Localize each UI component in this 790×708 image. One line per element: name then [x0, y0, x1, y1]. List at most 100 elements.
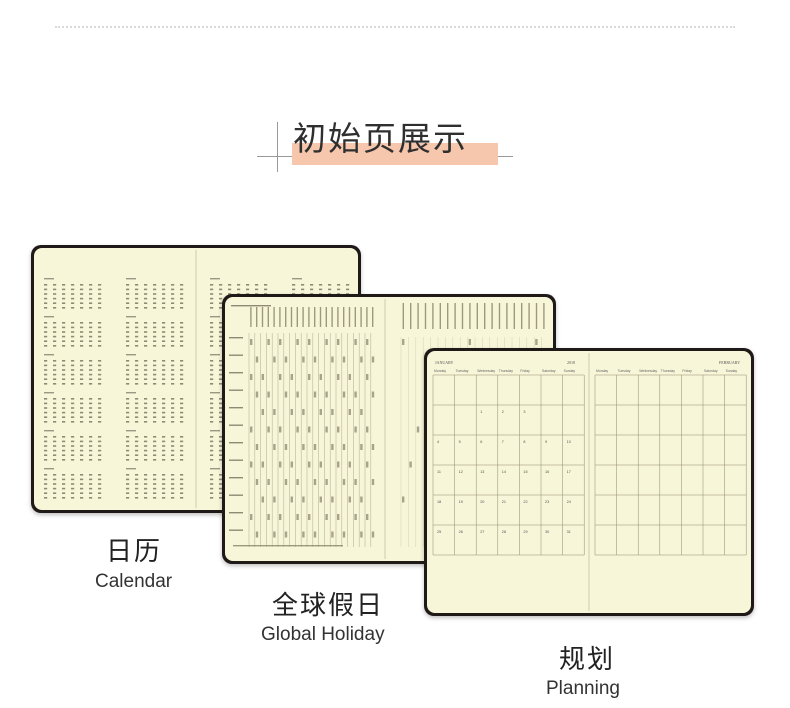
holiday-country-label-mark	[296, 307, 298, 327]
calendar-date-mark	[144, 440, 148, 443]
calendar-date-mark	[219, 340, 223, 342]
calendar-date-mark	[219, 478, 223, 481]
calendar-date-mark	[89, 383, 93, 385]
holiday-date-mark	[302, 444, 305, 450]
holiday-country-label-mark	[543, 303, 545, 329]
calendar-date-mark	[44, 445, 48, 447]
calendar-date-mark	[89, 288, 93, 291]
calendar-date-mark	[135, 459, 139, 461]
calendar-date-mark	[98, 411, 102, 414]
holiday-date-mark	[342, 356, 346, 363]
calendar-month-label-mark	[210, 392, 220, 394]
calendar-date-mark	[89, 478, 93, 481]
calendar-date-mark	[171, 407, 175, 409]
calendar-date-mark	[171, 411, 175, 414]
calendar-date-mark	[144, 326, 148, 329]
calendar-date-mark	[44, 373, 48, 376]
calendar-date-mark	[98, 445, 102, 447]
calendar-date-mark	[171, 335, 175, 338]
calendar-date-mark	[144, 474, 148, 476]
holiday-country-label-mark	[513, 303, 515, 329]
calendar-date-mark	[89, 307, 93, 309]
calendar-date-mark	[62, 398, 66, 400]
calendar-date-mark	[144, 307, 148, 309]
holiday-date-mark	[360, 496, 363, 503]
holiday-date-mark	[296, 391, 299, 398]
calendar-date-mark	[144, 302, 148, 304]
calendar-date-mark	[62, 383, 66, 385]
calendar-date-mark	[153, 360, 157, 362]
calendar-date-mark	[80, 297, 84, 300]
calendar-date-mark	[171, 340, 175, 342]
calendar-date-mark	[126, 335, 130, 338]
calendar-date-mark	[53, 402, 57, 405]
calendar-date-mark	[162, 340, 166, 342]
calendar-date-mark	[171, 454, 175, 456]
calendar-date-mark	[89, 459, 93, 461]
holiday-date-mark	[302, 356, 305, 363]
calendar-date-mark	[210, 492, 214, 494]
calendar-date-mark	[126, 445, 130, 447]
calendar-date-mark	[153, 331, 157, 333]
calendar-date-mark	[98, 340, 102, 342]
calendar-date-mark	[98, 331, 102, 333]
calendar-date-mark	[80, 483, 84, 485]
calendar-date-mark	[180, 335, 184, 338]
calendar-date-mark	[89, 326, 93, 329]
calendar-title-cn: 日历	[106, 537, 163, 567]
calendar-date-mark	[180, 322, 184, 324]
calendar-date-mark	[98, 378, 102, 380]
calendar-date-mark	[255, 284, 259, 286]
calendar-date-mark	[53, 398, 57, 400]
calendar-date-mark	[71, 307, 75, 309]
calendar-date-mark	[246, 288, 250, 291]
calendar-date-mark	[71, 459, 75, 461]
calendar-date-mark	[210, 416, 214, 418]
holiday-country-label-mark	[343, 307, 345, 327]
planning-right-month: FEBRUARY	[719, 360, 740, 365]
planning-date: 9	[545, 440, 547, 444]
calendar-date-mark	[219, 459, 223, 461]
calendar-date-mark	[80, 459, 84, 461]
calendar-date-mark	[162, 483, 166, 485]
calendar-month-label-mark	[126, 316, 136, 318]
calendar-date-mark	[126, 340, 130, 342]
top-dotted-divider	[55, 26, 735, 28]
calendar-date-mark	[126, 449, 130, 452]
calendar-date-mark	[135, 297, 139, 300]
calendar-date-mark	[162, 445, 166, 447]
calendar-date-mark	[162, 407, 166, 409]
calendar-date-mark	[98, 335, 102, 338]
calendar-date-mark	[71, 398, 75, 400]
calendar-date-mark	[44, 326, 48, 329]
calendar-date-mark	[219, 302, 223, 304]
calendar-date-mark	[219, 440, 223, 443]
planning-date: 18	[437, 500, 441, 504]
calendar-date-mark	[135, 411, 139, 414]
calendar-date-mark	[210, 326, 214, 329]
calendar-month-label-mark	[210, 316, 220, 318]
holiday-date-mark	[331, 356, 334, 363]
calendar-date-mark	[180, 288, 184, 291]
calendar-date-mark	[71, 492, 75, 494]
calendar-date-mark	[126, 293, 130, 295]
calendar-date-mark	[98, 459, 102, 461]
calendar-date-mark	[135, 436, 139, 438]
calendar-date-mark	[62, 293, 66, 295]
calendar-date-mark	[89, 284, 93, 286]
calendar-date-mark	[153, 497, 157, 499]
calendar-date-mark	[135, 483, 139, 485]
holiday-date-mark	[261, 374, 264, 380]
calendar-date-mark	[44, 307, 48, 309]
holiday-date-mark	[402, 496, 405, 503]
calendar-date-mark	[89, 302, 93, 304]
holiday-date-mark	[360, 531, 363, 538]
calendar-date-mark	[153, 326, 157, 329]
calendar-date-mark	[44, 288, 48, 291]
calendar-date-mark	[171, 478, 175, 481]
calendar-date-mark	[171, 402, 175, 405]
calendar-date-mark	[126, 421, 130, 423]
calendar-date-mark	[98, 369, 102, 371]
calendar-date-mark	[319, 284, 323, 286]
holiday-date-mark	[261, 496, 264, 503]
